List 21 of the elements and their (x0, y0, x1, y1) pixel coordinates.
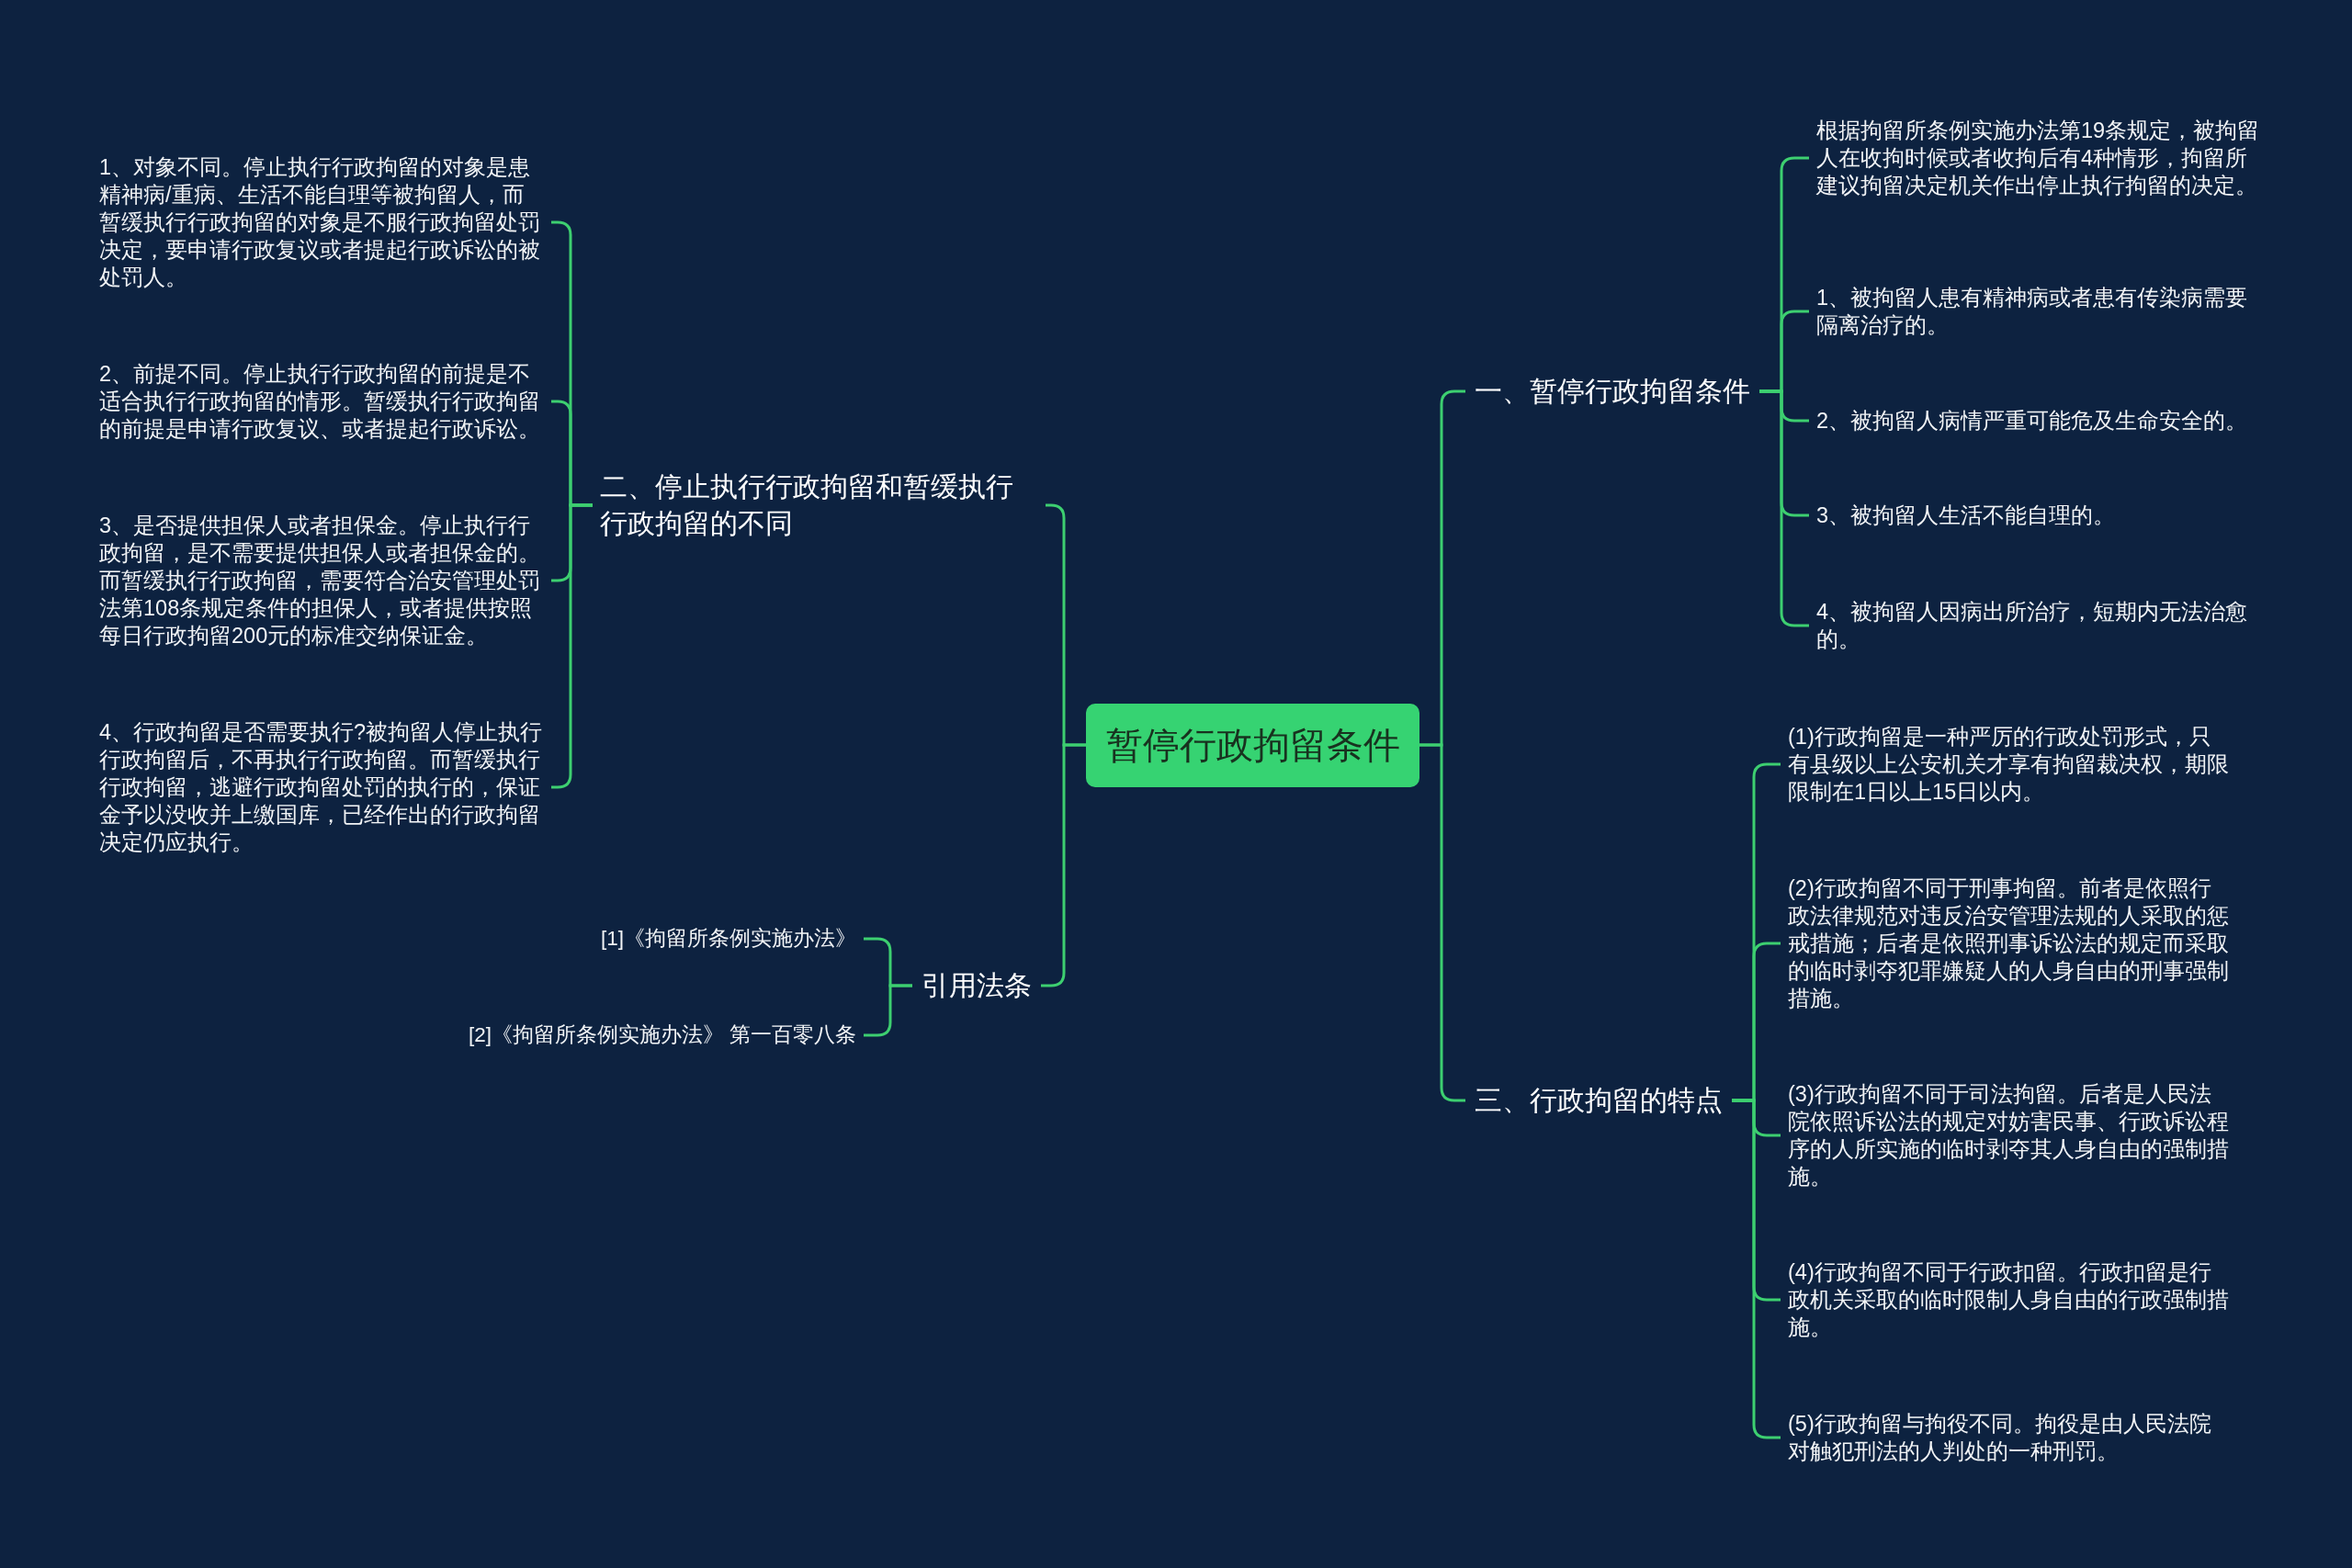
leaf-text: (5)行政拘留与拘役不同。拘役是由人民法院对触犯刑法的人判处的一种刑罚。 (1781, 1410, 2240, 1465)
branch-label: 一、暂停行政拘留条件 (1465, 373, 1759, 410)
leaf-text: 2、被拘留人病情严重可能危及生命安全的。 (1809, 407, 2268, 434)
central-topic-box: 暂停行政拘留条件 (1086, 703, 1419, 787)
leaf-text: 4、被拘留人因病出所治疗，短期内无法治愈的。 (1809, 598, 2268, 653)
branch-label: 三、行政拘留的特点 (1465, 1082, 1732, 1119)
branch-label: 二、停止执行行政拘留和暂缓执行行政拘留的不同 (593, 468, 1046, 542)
leaf-text: 3、是否提供担保人或者担保金。停止执行行政拘留，是不需要提供担保人或者担保金的。而暂缓执行行政拘留，需要符合治安管理处罚法第108条规定条件的担保人，或者提供按照每日行政拘留200元的标准交纳保证金。 (92, 512, 551, 649)
leaf-text: 2、前提不同。停止执行行政拘留的前提是不适合执行行政拘留的情形。暂缓执行行政拘留的前提是申请行政复议、或者提起行政诉讼。 (92, 360, 551, 443)
leaf-text: 4、行政拘留是否需要执行?被拘留人停止执行行政拘留后，不再执行行政拘留。而暂缓执行行政拘留，逃避行政拘留处罚的执行的，保证金予以没收并上缴国库，已经作出的行政拘留决定仍应执行。 (92, 718, 551, 856)
leaf-text: (2)行政拘留不同于刑事拘留。前者是依照行政法律规范对违反治安管理法规的人采取的惩戒措施；后者是依照刑事诉讼法的规定而采取的临时剥夺犯罪嫌疑人的人身自由的刑事强制措施。 (1781, 874, 2240, 1012)
branch-label: 引用法条 (912, 967, 1041, 1004)
leaf-text: (3)行政拘留不同于司法拘留。后者是人民法院依照诉讼法的规定对妨害民事、行政诉讼程序的人所实施的临时剥夺其人身自由的强制措施。 (1781, 1080, 2240, 1190)
leaf-text: (1)行政拘留是一种严厉的行政处罚形式，只有县级以上公安机关才享有拘留裁决权，期限限制在1日以上15日以内。 (1781, 723, 2240, 806)
citation-text: [2]《拘留所条例实施办法》 第一百零八条 (461, 1021, 865, 1049)
leaf-text: 根据拘留所条例实施办法第19条规定，被拘留人在收拘时候或者收拘后有4种情形，拘留所建议拘留决定机关作出停止执行拘留的决定。 (1809, 117, 2268, 199)
leaf-text: 1、被拘留人患有精神病或者患有传染病需要隔离治疗的。 (1809, 284, 2268, 339)
citation-text: [1]《拘留所条例实施办法》 (594, 925, 865, 953)
leaf-text: 1、对象不同。停止执行行政拘留的对象是患精神病/重病、生活不能自理等被拘留人，而暂缓执行行政拘留的对象是不服行政拘留处罚决定，要申请行政复议或者提起行政诉讼的被处罚人。 (92, 153, 551, 291)
leaf-text: 3、被拘留人生活不能自理的。 (1809, 502, 2268, 529)
leaf-text: (4)行政拘留不同于行政扣留。行政扣留是行政机关采取的临时限制人身自由的行政强制措施。 (1781, 1258, 2240, 1341)
